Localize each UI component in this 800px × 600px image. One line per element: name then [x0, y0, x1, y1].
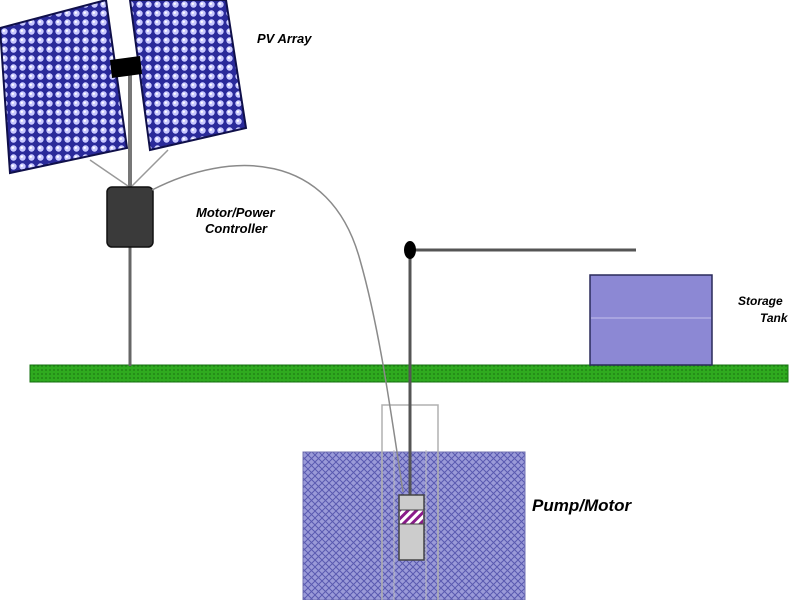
pv-array — [0, 0, 248, 175]
label-controller-line1: Motor/Power — [196, 205, 276, 220]
panel-hinge — [110, 56, 142, 78]
label-pump-motor: Pump/Motor — [532, 496, 633, 515]
pipe-elbow — [404, 241, 416, 259]
pump-band — [400, 510, 423, 524]
panel-support-right — [131, 149, 169, 187]
pump-motor-unit — [398, 494, 425, 561]
label-pv-array: PV Array — [257, 31, 312, 46]
pv-panel-left — [0, 0, 129, 175]
motor-power-controller — [106, 186, 154, 248]
panel-support-left — [89, 159, 129, 187]
pv-panel-right — [128, 0, 248, 152]
power-wire — [151, 164, 404, 493]
label-tank-line2: Tank — [760, 311, 789, 325]
label-controller-line2: Controller — [205, 221, 268, 236]
label-tank-line1: Storage — [738, 294, 783, 308]
storage-tank — [589, 274, 713, 366]
